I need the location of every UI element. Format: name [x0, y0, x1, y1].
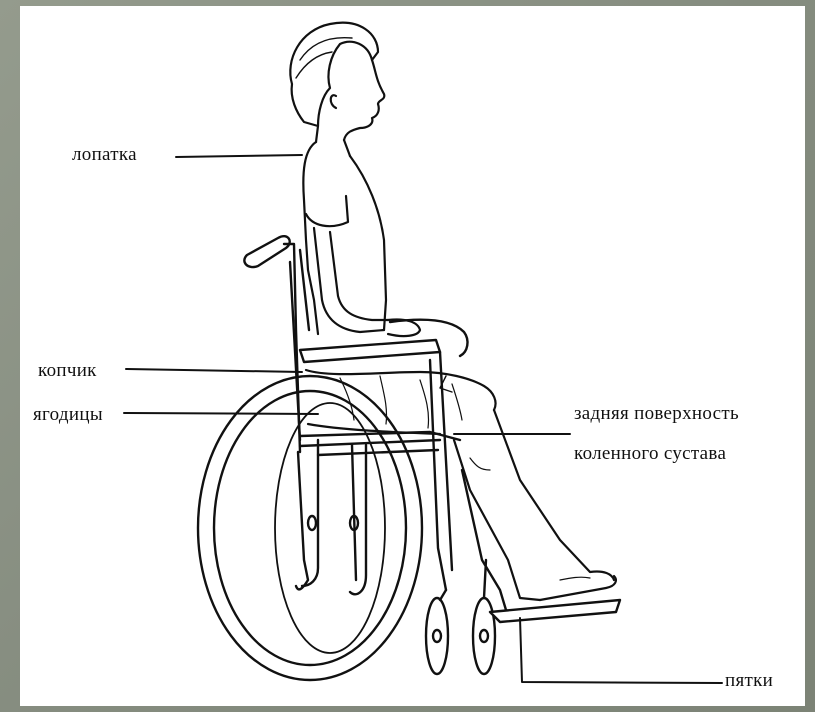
- leader-coccyx: [126, 369, 302, 372]
- label-buttocks: ягодицы: [33, 405, 103, 424]
- label-knee-back-line1: задняя поверхность: [574, 404, 739, 423]
- seated-person: [290, 23, 616, 600]
- label-heels: пятки: [725, 671, 773, 690]
- label-knee-back-line2: коленного сустава: [574, 444, 726, 463]
- label-coccyx: копчик: [38, 361, 97, 380]
- label-scapula: лопатка: [72, 145, 137, 164]
- leader-heels: [520, 618, 722, 683]
- leader-scapula: [176, 155, 302, 157]
- rear-wheel: [198, 376, 422, 680]
- leader-buttocks: [124, 413, 318, 414]
- front-casters: [426, 560, 495, 674]
